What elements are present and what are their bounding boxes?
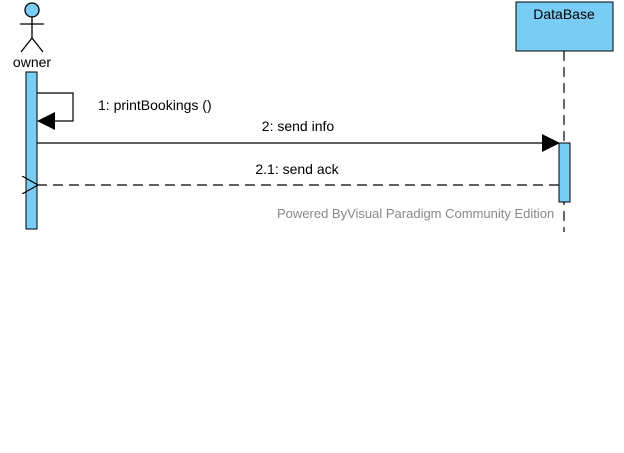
self-call-arrow — [37, 92, 74, 130]
message-label: 2: send info — [262, 118, 335, 134]
actor-label: owner — [13, 54, 51, 70]
message-label: 2.1: send ack — [255, 161, 339, 177]
database-activation-bar[interactable] — [558, 142, 571, 203]
database-object[interactable]: DataBase — [515, 1, 614, 52]
actor-head — [24, 2, 40, 18]
actor-icon — [20, 2, 44, 53]
message-send-info[interactable]: 2: send info — [37, 118, 560, 152]
message-send-ack[interactable]: 2.1: send ack — [38, 161, 559, 185]
owner-activation-bar[interactable] — [25, 71, 38, 230]
message-label: 1: printBookings () — [98, 97, 212, 113]
watermark-text: Powered ByVisual Paradigm Community Edit… — [277, 206, 554, 221]
owner-actor[interactable]: owner — [13, 2, 51, 70]
message-print-bookings[interactable]: 1: printBookings () — [37, 92, 212, 130]
database-box — [515, 1, 614, 52]
actor-right-leg — [31, 37, 44, 53]
actor-left-leg — [20, 37, 33, 53]
database-label: DataBase — [533, 6, 595, 22]
